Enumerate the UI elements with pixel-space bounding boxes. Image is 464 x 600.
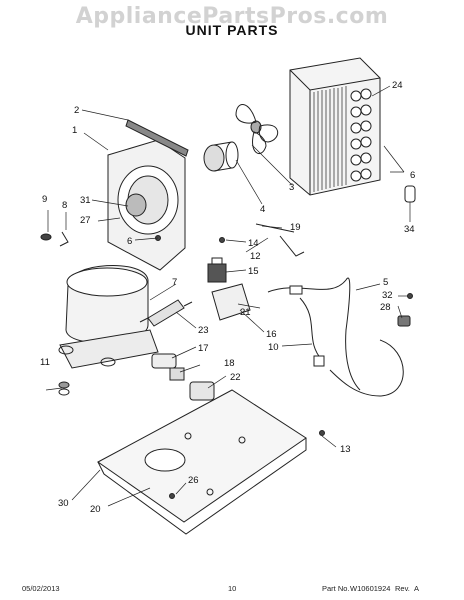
callout-34: 34: [404, 224, 415, 235]
clip-28[interactable]: [397, 315, 411, 327]
callout-5: 5: [383, 277, 388, 288]
callout-6-lower: 6: [127, 236, 132, 247]
screw-13[interactable]: [319, 430, 325, 436]
callout-10: 10: [268, 342, 279, 353]
callout-11: 11: [40, 357, 50, 368]
capacitor-cover[interactable]: [189, 381, 215, 401]
callout-15: 15: [248, 266, 259, 277]
footer-part-label: Part No.: [322, 584, 350, 593]
tubing-19[interactable]: [255, 223, 295, 233]
callout-9: 9: [42, 194, 47, 205]
callout-22: 22: [230, 372, 241, 383]
watermark: AppliancePartsPros.com: [75, 4, 389, 29]
screw-26[interactable]: [169, 493, 175, 499]
callout-8: 8: [62, 200, 67, 211]
callout-31: 31: [80, 195, 91, 206]
callout-23: 23: [198, 325, 209, 336]
footer-part-number: W10601924: [350, 584, 391, 593]
solenoid[interactable]: [207, 257, 227, 283]
fan-blade[interactable]: [235, 104, 278, 155]
callout-28: 28: [380, 302, 391, 313]
callout-17: 17: [198, 343, 209, 354]
callout-20: 20: [90, 504, 101, 515]
callout-32: 32: [382, 290, 393, 301]
callout-12: 12: [250, 251, 261, 262]
callout-26: 26: [188, 475, 199, 486]
callout-4: 4: [260, 204, 265, 215]
fan-motor[interactable]: [203, 141, 239, 172]
footer-page-number: 10: [228, 584, 237, 593]
callout-7: 7: [172, 277, 177, 288]
callout-13: 13: [340, 444, 351, 455]
callout-3: 3: [289, 182, 294, 193]
callout-1: 1: [72, 125, 77, 136]
overload-protector[interactable]: [169, 367, 185, 381]
clip-8[interactable]: [59, 231, 69, 247]
fan-shroud[interactable]: [107, 139, 186, 271]
callout-6-upper: 6: [410, 170, 415, 181]
callout-18: 18: [224, 358, 235, 369]
callout-24: 24: [392, 80, 403, 91]
footer-date: 05/02/2013: [22, 584, 60, 593]
callout-numbers: 1 2 3 4 5 6 6 7 8 9 10 11 12 13 14 15 16…: [40, 80, 415, 515]
callout-2: 2: [74, 105, 79, 116]
gasket-strip[interactable]: [125, 119, 189, 157]
spacer-34[interactable]: [404, 185, 416, 203]
compressor-grommet[interactable]: [58, 381, 70, 396]
callout-21: 21: [240, 307, 251, 318]
callout-30: 30: [58, 498, 69, 509]
callout-14: 14: [248, 238, 259, 249]
grommet-9[interactable]: [40, 233, 52, 241]
callout-27: 27: [80, 215, 91, 226]
filter-drier[interactable]: [139, 299, 193, 327]
relay[interactable]: [151, 353, 177, 369]
screw-32[interactable]: [407, 293, 413, 299]
page-title: UNIT PARTS: [185, 22, 279, 38]
footer-rev-label: Rev.: [395, 584, 410, 593]
compressor[interactable]: [58, 265, 159, 369]
leader-lines: [45, 85, 411, 507]
screw-14[interactable]: [219, 237, 225, 243]
base-pan[interactable]: [97, 389, 307, 535]
wire-harness[interactable]: [267, 277, 404, 397]
callout-16: 16: [266, 329, 277, 340]
condenser-coil[interactable]: [289, 57, 381, 196]
callout-19: 19: [290, 222, 301, 233]
tubing-12[interactable]: [279, 235, 305, 257]
valve-bracket[interactable]: [211, 283, 251, 321]
footer-rev: A: [414, 584, 420, 593]
